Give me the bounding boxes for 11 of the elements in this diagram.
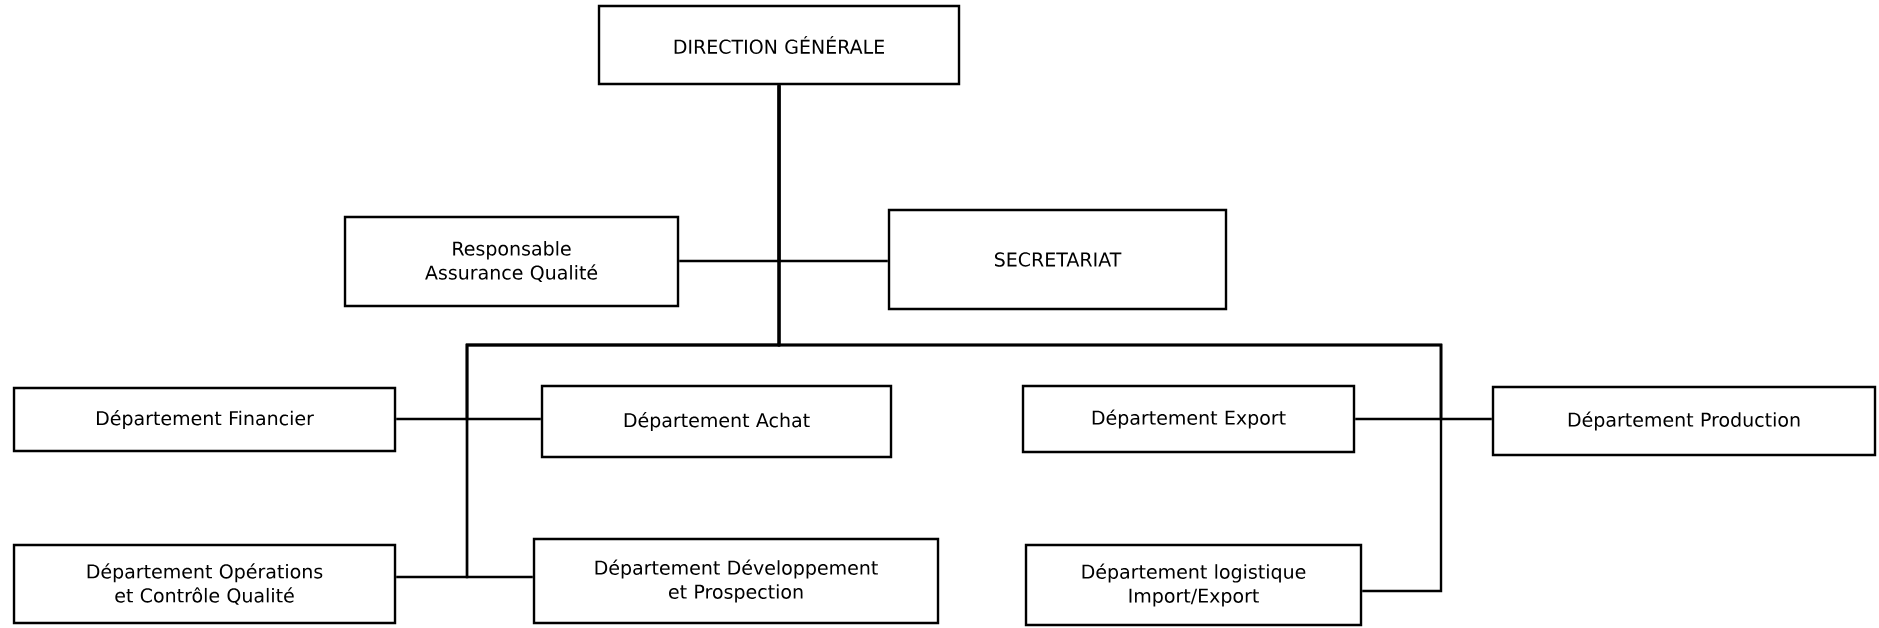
connector-line [777, 85, 1443, 593]
org-box: Responsable Assurance Qualité [343, 215, 680, 308]
org-box: Département Financier [12, 386, 397, 453]
org-box: Département Développement et Prospection [532, 537, 940, 625]
org-box: Département Achat [540, 384, 893, 459]
org-box: DIRECTION GÉNÉRALE [597, 4, 961, 86]
org-box: Département Production [1491, 385, 1877, 457]
org-box: Département Export [1021, 384, 1356, 454]
org-box: Département Opérations et Contrôle Qualité [12, 543, 397, 625]
org-box: SECRETARIAT [887, 208, 1228, 311]
org-box: Département logistique Import/Export [1024, 543, 1363, 627]
